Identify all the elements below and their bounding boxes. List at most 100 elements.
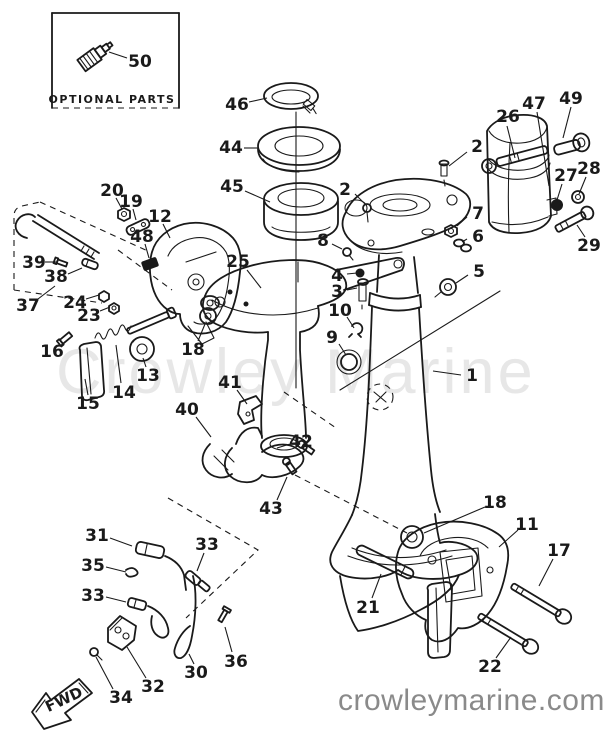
tilt-handle	[553, 132, 591, 156]
callout-leader-25	[246, 269, 262, 289]
callout-14[interactable]: 14	[112, 383, 136, 403]
callout-10[interactable]: 10	[328, 301, 352, 321]
bolt-22	[477, 612, 540, 655]
callout-leader-2	[354, 193, 366, 205]
callout-40[interactable]: 40	[175, 400, 199, 420]
construction-lines	[13, 201, 408, 619]
clamp-screw-icon	[302, 98, 317, 115]
callout-leader-14	[115, 344, 122, 384]
callout-leader-41	[236, 389, 248, 405]
callout-leader-45	[244, 190, 271, 203]
callout-leader-20	[115, 197, 123, 210]
callout-leader-19	[132, 208, 137, 221]
callout-leader-49	[562, 106, 572, 139]
callout-50[interactable]: 50	[128, 52, 152, 72]
callout-4[interactable]: 4	[331, 266, 343, 286]
callout-43[interactable]: 43	[259, 499, 283, 519]
callout-20[interactable]: 20	[100, 181, 124, 201]
callout-17[interactable]: 17	[547, 541, 571, 561]
callout-leader-21	[371, 573, 382, 599]
callout-21[interactable]: 21	[356, 598, 380, 618]
callout-6[interactable]: 6	[472, 227, 484, 247]
callout-11[interactable]: 11	[515, 515, 539, 535]
callout-8[interactable]: 8	[317, 231, 329, 251]
callout-leader-17	[538, 558, 554, 587]
callout-leader-48	[144, 243, 150, 259]
fwd-label: FWD	[42, 683, 85, 716]
callout-23[interactable]: 23	[77, 306, 101, 326]
callout-33[interactable]: 33	[195, 535, 219, 555]
callout-leader-24	[85, 294, 100, 300]
callout-26[interactable]: 26	[496, 107, 520, 127]
fwd-arrow: FWD	[31, 678, 93, 730]
callout-48[interactable]: 48	[130, 227, 154, 247]
callout-leader-8	[331, 243, 343, 250]
shift-cam-group	[201, 395, 316, 484]
spark-plug-50	[76, 41, 114, 73]
callout-leader-18	[197, 323, 206, 342]
callout-leader-42	[276, 443, 291, 449]
callout-46[interactable]: 46	[225, 95, 249, 115]
callout-47[interactable]: 47	[522, 94, 546, 114]
callout-29[interactable]: 29	[577, 236, 601, 256]
callout-9[interactable]: 9	[326, 328, 338, 348]
callout-44[interactable]: 44	[219, 138, 243, 158]
callout-leader-15	[84, 378, 89, 396]
callout-15[interactable]: 15	[76, 394, 100, 414]
callout-45[interactable]: 45	[220, 177, 244, 197]
callout-leader-43	[276, 476, 288, 501]
callout-leader-6	[461, 238, 468, 243]
bolt-29	[554, 205, 595, 233]
callout-leader-28	[578, 176, 587, 195]
callout-25[interactable]: 25	[226, 252, 250, 272]
callout-22[interactable]: 22	[478, 657, 502, 677]
callout-leader-23	[99, 306, 111, 312]
upper-mount-bracket	[341, 177, 472, 255]
callout-16[interactable]: 16	[40, 342, 64, 362]
callout-18[interactable]: 18	[483, 493, 507, 513]
bolt-2b	[438, 159, 450, 187]
callout-leader-11	[498, 529, 519, 548]
callout-leader-37	[37, 285, 56, 300]
callout-32[interactable]: 32	[141, 677, 165, 697]
callout-30[interactable]: 30	[184, 663, 208, 683]
callout-leader-27	[556, 183, 563, 201]
callout-33[interactable]: 33	[81, 586, 105, 606]
callout-leader-33	[105, 596, 127, 603]
callout-leader-7	[456, 216, 468, 227]
callout-42[interactable]: 42	[289, 432, 313, 452]
shroud-26	[486, 113, 558, 235]
callout-18[interactable]: 18	[181, 340, 205, 360]
callout-37[interactable]: 37	[16, 296, 40, 316]
callout-49[interactable]: 49	[559, 89, 583, 109]
callout-39[interactable]: 39	[22, 253, 46, 273]
callout-leader-2	[448, 151, 468, 167]
callout-13[interactable]: 13	[136, 366, 160, 386]
callout-38[interactable]: 38	[44, 267, 68, 287]
driveshaft-housing-1	[329, 254, 501, 632]
callout-leader-38	[67, 267, 83, 275]
callout-leader-4	[346, 272, 358, 275]
callout-2[interactable]: 2	[471, 137, 483, 157]
callout-1[interactable]: 1	[466, 366, 478, 386]
callout-19[interactable]: 19	[119, 192, 143, 212]
callout-41[interactable]: 41	[218, 373, 242, 393]
callout-35[interactable]: 35	[81, 556, 105, 576]
callout-34[interactable]: 34	[109, 688, 133, 708]
callout-leader-26	[506, 125, 516, 159]
callout-2[interactable]: 2	[339, 180, 351, 200]
callout-leader-16	[59, 340, 67, 347]
callout-5[interactable]: 5	[473, 262, 485, 282]
callout-7[interactable]: 7	[472, 204, 484, 224]
callout-12[interactable]: 12	[148, 207, 172, 227]
tilt-rod-49	[481, 132, 595, 233]
callout-24[interactable]: 24	[63, 293, 87, 313]
callout-3[interactable]: 3	[331, 282, 343, 302]
callout-28[interactable]: 28	[577, 159, 601, 179]
callout-leader-1	[432, 370, 462, 376]
callout-36[interactable]: 36	[224, 652, 248, 672]
callout-31[interactable]: 31	[85, 526, 109, 546]
callout-27[interactable]: 27	[554, 166, 578, 186]
